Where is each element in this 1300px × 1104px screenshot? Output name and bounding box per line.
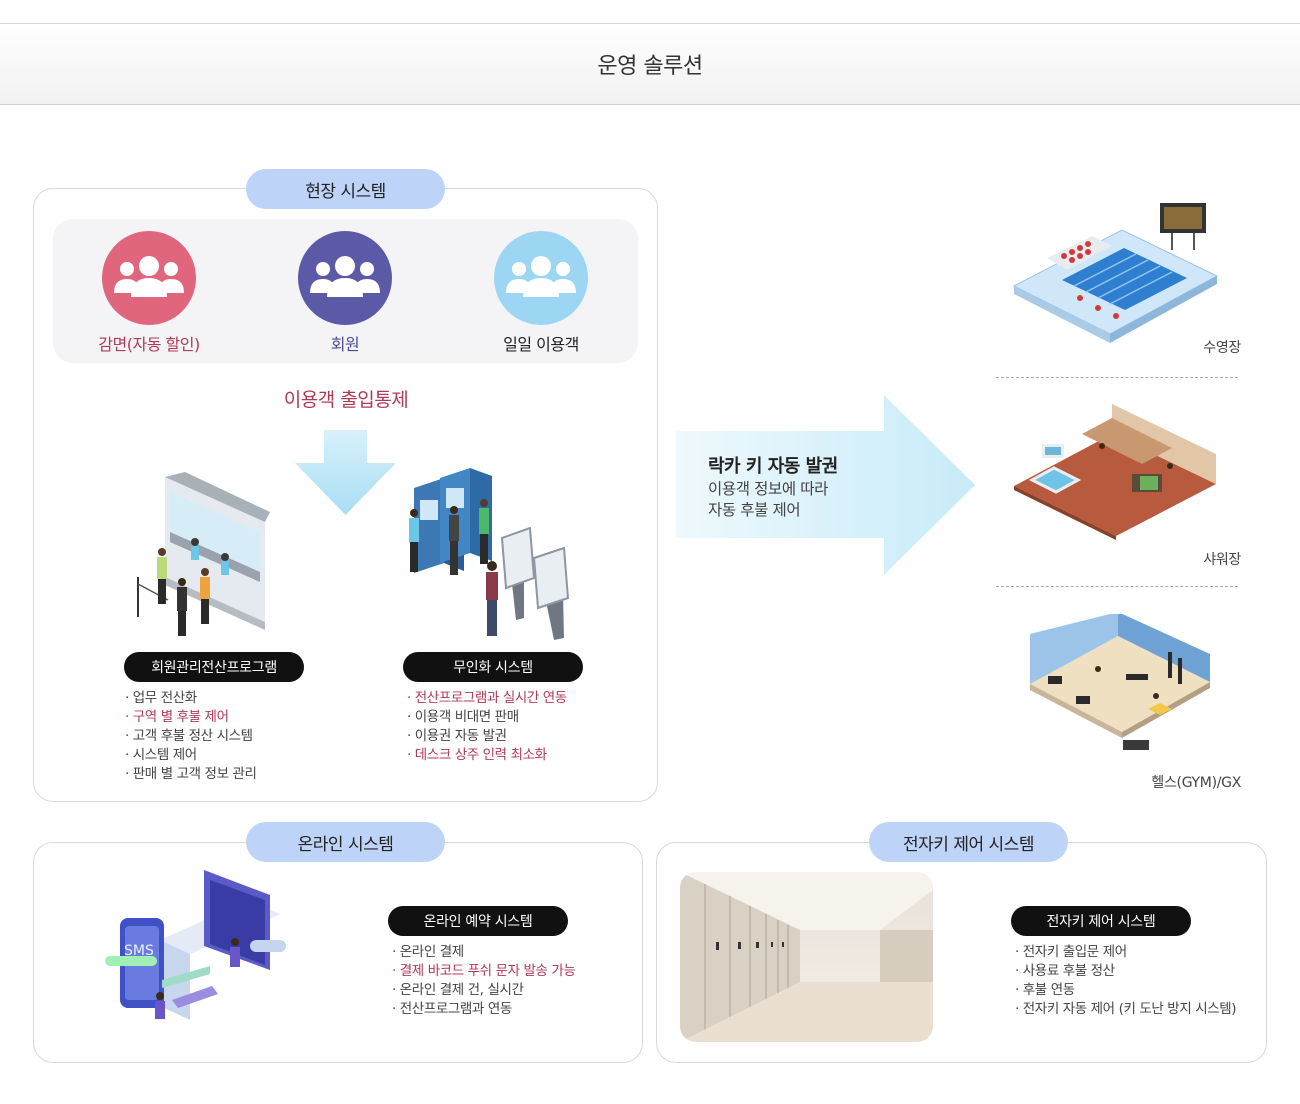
facility-divider: [996, 586, 1238, 587]
facility-divider: [996, 377, 1238, 378]
onsite-system-title: 현장 시스템: [246, 169, 445, 209]
user-type-label: 감면(자동 할인): [98, 335, 200, 354]
access-control-label: 이용객 출입통제: [283, 389, 409, 411]
feature-item: · 후불 연동: [1015, 982, 1075, 998]
feature-item: · 온라인 결제 건, 실시간: [392, 982, 524, 998]
user-type-label: 일일 이용객: [503, 335, 579, 354]
users-group-icon: [310, 256, 380, 297]
online-reservation-title: 온라인 예약 시스템: [388, 906, 568, 936]
feature-item: · 판매 별 고객 정보 관리: [125, 766, 257, 782]
sms-label: SMS: [124, 943, 154, 959]
feature-item: · 전자키 출입문 제어: [1015, 944, 1127, 960]
feature-item: · 온라인 결제: [392, 944, 464, 960]
program-feature-list: · 업무 전산화 · 구역 별 후불 제어 · 고객 후불 정산 시스템 · 시…: [125, 689, 257, 784]
feature-item: · 사용료 후불 정산: [1015, 963, 1115, 979]
locker-key-desc-1: 이용객 정보에 따라: [708, 480, 828, 498]
page-header: 운영 솔루션: [0, 23, 1300, 105]
gym-illustration: [1030, 614, 1210, 750]
shower-room-illustration: [1014, 404, 1216, 540]
feature-item: · 이용객 비대면 판매: [407, 709, 519, 725]
ekey-feature-list: · 전자키 출입문 제어 · 사용료 후불 정산 · 후불 연동 · 전자키 자…: [1015, 943, 1237, 1019]
kiosk-illustration: [409, 468, 570, 640]
down-arrow-icon: [295, 430, 396, 515]
page-title: 운영 솔루션: [597, 54, 703, 79]
online-reservation-illustration: SMS: [105, 870, 286, 1020]
facility-label-gym: 헬스(GYM)/GX: [1151, 775, 1241, 791]
feature-item: · 데스크 상주 인력 최소화: [407, 747, 547, 763]
feature-item: · 전산프로그램과 연동: [392, 1001, 512, 1017]
feature-item: · 시스템 제어: [125, 747, 197, 763]
program-title: 회원관리전산프로그램: [124, 652, 304, 682]
online-system-title: 온라인 시스템: [246, 822, 445, 862]
facility-label-shower: 샤워장: [1203, 552, 1241, 568]
users-group-icon: [506, 256, 576, 297]
feature-item: · 전산프로그램과 실시간 연동: [407, 690, 567, 706]
feature-item: · 전자키 자동 제어 (키 도난 방지 시스템): [1015, 1001, 1237, 1017]
locker-key-title: 락카 키 자동 발권: [708, 456, 838, 477]
users-group-icon: [114, 256, 184, 297]
ekey-control-title: 전자키 제어 시스템: [1011, 906, 1191, 936]
ekey-system-title: 전자키 제어 시스템: [869, 822, 1068, 862]
unmanned-system-title: 무인화 시스템: [403, 652, 583, 682]
feature-item: · 업무 전산화: [125, 690, 197, 706]
service-desk-illustration: [137, 472, 270, 636]
feature-item: · 고객 후불 정산 시스템: [125, 728, 253, 744]
feature-item: · 구역 별 후불 제어: [125, 709, 229, 725]
user-type-member: [298, 231, 392, 325]
feature-item: · 이용권 자동 발권: [407, 728, 507, 744]
feature-item: · 결제 바코드 푸쉬 문자 발송 가능: [392, 963, 576, 979]
user-type-discount: [102, 231, 196, 325]
locker-key-desc-2: 자동 후불 제어: [708, 501, 801, 519]
unmanned-feature-list: · 전산프로그램과 실시간 연동 · 이용객 비대면 판매 · 이용권 자동 발…: [407, 689, 567, 765]
online-feature-list: · 온라인 결제 · 결제 바코드 푸쉬 문자 발송 가능 · 온라인 결제 건…: [392, 943, 576, 1019]
swimming-pool-illustration: [1012, 203, 1219, 343]
user-type-daily: [494, 231, 588, 325]
right-arrow-icon: [676, 395, 975, 575]
locker-room-photo: [680, 872, 933, 1042]
user-type-label: 회원: [330, 335, 360, 354]
facility-label-pool: 수영장: [1203, 340, 1241, 356]
